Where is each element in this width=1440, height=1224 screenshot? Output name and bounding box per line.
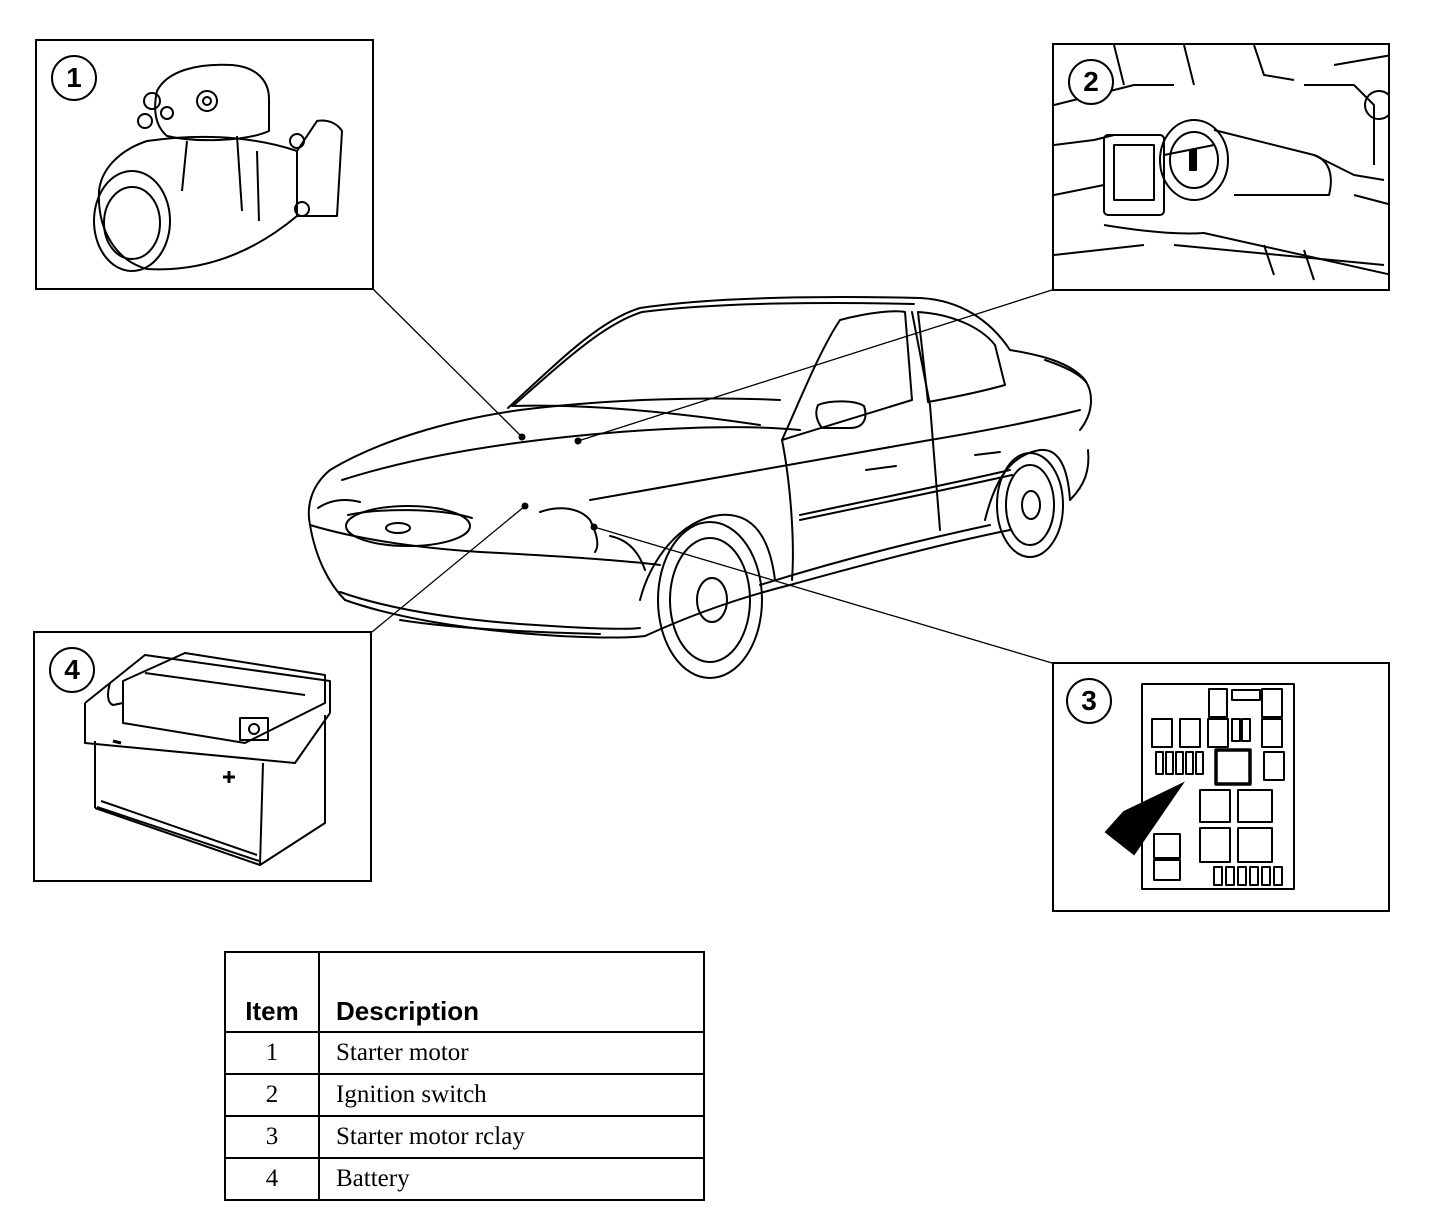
arrow-icon — [1104, 781, 1185, 856]
inset-starter-motor: 1 — [35, 39, 374, 290]
leader-line-4 — [371, 505, 526, 633]
callout-4: 4 — [49, 647, 95, 693]
item-description: Starter motor rclay — [318, 1115, 705, 1159]
leader-line-3 — [593, 526, 1053, 664]
legend-table: Item Description 1 Starter motor 2 Ignit… — [224, 951, 705, 1201]
item-description: Starter motor — [318, 1031, 705, 1075]
header-item: Item — [224, 951, 320, 1033]
item-number: 1 — [224, 1031, 320, 1075]
car-outline-icon — [307, 296, 1092, 679]
item-description: Battery — [318, 1157, 705, 1201]
legend-header-row: Item Description — [224, 951, 705, 1033]
callout-3: 3 — [1066, 678, 1112, 724]
inset-battery: 4 — [33, 631, 372, 882]
header-description: Description — [318, 951, 705, 1033]
leader-lines — [371, 287, 1053, 664]
table-row: 4 Battery — [224, 1157, 705, 1201]
item-number: 3 — [224, 1115, 320, 1159]
table-row: 3 Starter motor rclay — [224, 1115, 705, 1159]
leader-line-1 — [371, 287, 523, 438]
leader-dots — [518, 433, 598, 531]
callout-1: 1 — [51, 55, 97, 101]
starter-motor-icon — [93, 63, 343, 272]
fuse-relay-box-icon — [1104, 683, 1295, 890]
callout-2: 2 — [1068, 59, 1114, 105]
inset-ignition-switch: 2 — [1052, 43, 1390, 291]
table-row: 2 Ignition switch — [224, 1073, 705, 1117]
item-description: Ignition switch — [318, 1073, 705, 1117]
battery-icon — [84, 652, 331, 866]
item-number: 2 — [224, 1073, 320, 1117]
inset-starter-relay: 3 — [1052, 662, 1390, 912]
table-row: 1 Starter motor — [224, 1031, 705, 1075]
item-number: 4 — [224, 1157, 320, 1201]
ignition-switch-icon — [1054, 45, 1388, 281]
